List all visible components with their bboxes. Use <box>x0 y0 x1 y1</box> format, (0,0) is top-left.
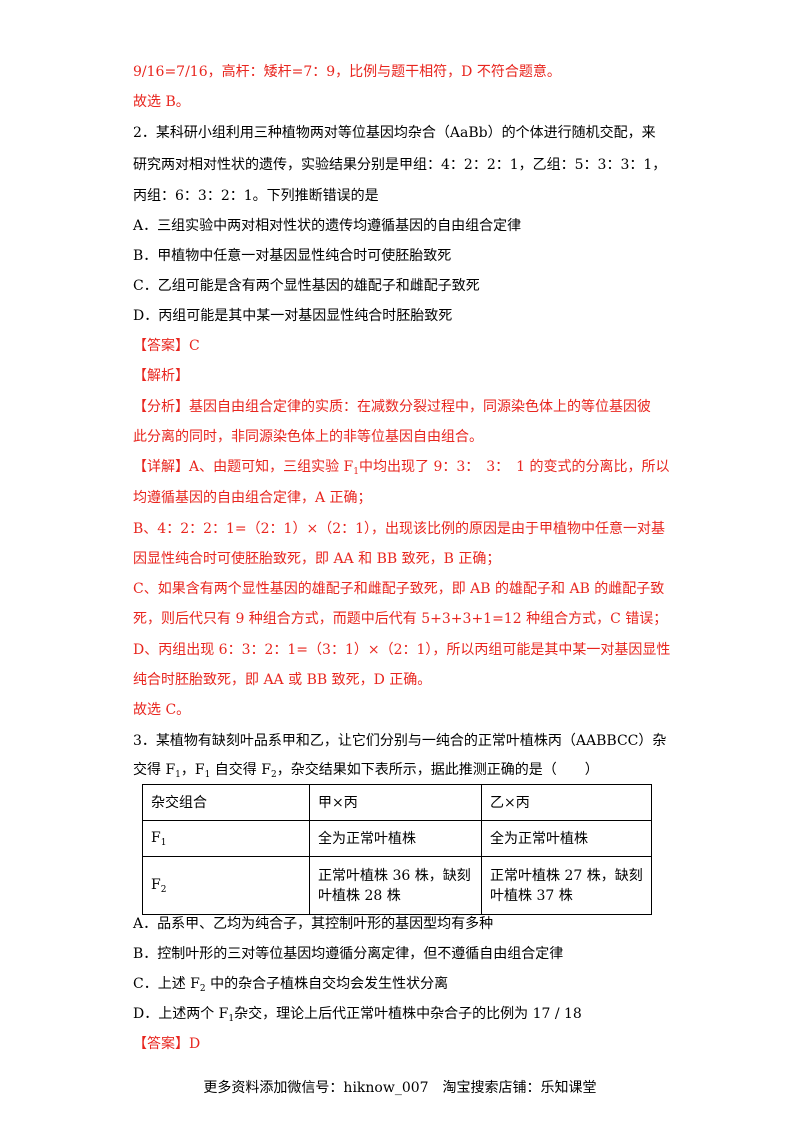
question-2-option-d: D．丙组可能是其中某一对基因显性纯合时胚胎致死 <box>133 308 453 324</box>
detail-line-7: D、丙组出现 6：3：2：1=（3：1）×（2：1），所以丙组可能是其中某一对基… <box>133 642 671 658</box>
table-header-row: 杂交组合 甲×丙 乙×丙 <box>142 784 652 821</box>
conclusion-line: 故选 C。 <box>133 702 191 718</box>
question-2-stem-3: 丙组：6：3：2：1。下列推断错误的是 <box>133 188 379 204</box>
question-3-stem-1: 3．某植物有缺刻叶品系甲和乙，让它们分别与一纯合的正常叶植株丙（AABBCC）杂 <box>133 733 667 749</box>
detail-line-2: 均遵循基因的自由组合定律，A 正确； <box>133 490 372 506</box>
question-2-stem-2: 研究两对相对性状的遗传，实验结果分别是甲组：4：2：2：1，乙组：5：3：3：1… <box>133 157 667 173</box>
analysis-line-1: 【分析】基因自由组合定律的实质：在减数分裂过程中，同源染色体上的等位基因彼 <box>133 399 651 415</box>
table-row: F2 正常叶植株 36 株，缺刻叶植株 28 株 正常叶植株 27 株，缺刻叶植… <box>142 856 652 915</box>
detail-line-6: 死，则后代只有 9 种组合方式，而题中后代有 5+3+3+1=12 种组合方式，… <box>133 611 668 627</box>
table-header-cell: 甲×丙 <box>309 784 482 821</box>
question-2-option-c: C．乙组可能是含有两个显性基因的雄配子和雌配子致死 <box>133 278 480 294</box>
question-2-option-b: B．甲植物中任意一对基因显性纯合时可使胚胎致死 <box>133 248 452 264</box>
detail-line-4: 因显性纯合时可使胚胎致死，即 AA 和 BB 致死，B 正确； <box>133 551 501 567</box>
answer-label-3: 【答案】D <box>133 1036 201 1052</box>
table-cell: 正常叶植株 27 株，缺刻叶植株 37 株 <box>481 856 652 915</box>
page-footer: 更多资料添加微信号：hiknow_007 淘宝搜索店铺：乐知课堂 <box>203 1080 597 1096</box>
question-2-stem-1: 2．某科研小组利用三种植物两对等位基因均杂合（AaBb）的个体进行随机交配，来 <box>133 125 656 141</box>
text-line-1: 9/16=7/16，高杆：矮杆=7：9，比例与题干相符，D 不符合题意。 <box>133 64 561 80</box>
answer-label-2: 【答案】C <box>133 338 200 354</box>
table-cell: F2 <box>142 856 310 915</box>
table-row: F1 全为正常叶植株 全为正常叶植株 <box>142 820 652 857</box>
analysis-label: 【解析】 <box>133 368 189 384</box>
question-3-option-b: B．控制叶形的三对等位基因均遵循分离定律，但不遵循自由组合定律 <box>133 946 564 962</box>
table-header-cell: 杂交组合 <box>142 784 310 821</box>
detail-line-8: 纯合时胚胎致死，即 AA 或 BB 致死，D 正确。 <box>133 672 432 688</box>
table-cell: 全为正常叶植株 <box>481 820 652 857</box>
table-cell: F1 <box>142 820 310 857</box>
question-2-option-a: A．三组实验中两对相对性状的遗传均遵循基因的自由组合定律 <box>133 218 522 234</box>
question-3-option-d: D．上述两个 F1杂交，理论上后代正常叶植株中杂合子的比例为 17 / 18 <box>133 1006 582 1024</box>
detail-line-1: 【详解】A、由题可知，三组实验 F1中均出现了 9：3： 3： 1 的变式的分离… <box>133 459 670 477</box>
table-cell: 全为正常叶植株 <box>309 820 482 857</box>
detail-line-3: B、4：2：2：1=（2：1）×（2：1），出现该比例的原因是由于甲植物中任意一… <box>133 521 666 537</box>
detail-line-5: C、如果含有两个显性基因的雄配子和雌配子致死，即 AB 的雄配子和 AB 的雌配… <box>133 581 665 597</box>
text-line-2: 故选 B。 <box>133 94 190 110</box>
cross-results-table: 杂交组合 甲×丙 乙×丙 F1 全为正常叶植株 全为正常叶植株 F2 正常叶植株… <box>142 784 652 915</box>
analysis-line-2: 此分离的同时，非同源染色体上的非等位基因自由组合。 <box>133 429 483 445</box>
table-cell: 正常叶植株 36 株，缺刻叶植株 28 株 <box>309 856 482 915</box>
question-3-option-a: A．品系甲、乙均为纯合子，其控制叶形的基因型均有多种 <box>133 916 494 932</box>
question-3-stem-2: 交得 F1，F1 自交得 F2，杂交结果如下表所示，据此推测正确的是（ ） <box>133 762 599 780</box>
table-header-cell: 乙×丙 <box>481 784 652 821</box>
question-3-option-c: C．上述 F2 中的杂合子植株自交均会发生性状分离 <box>133 976 449 994</box>
